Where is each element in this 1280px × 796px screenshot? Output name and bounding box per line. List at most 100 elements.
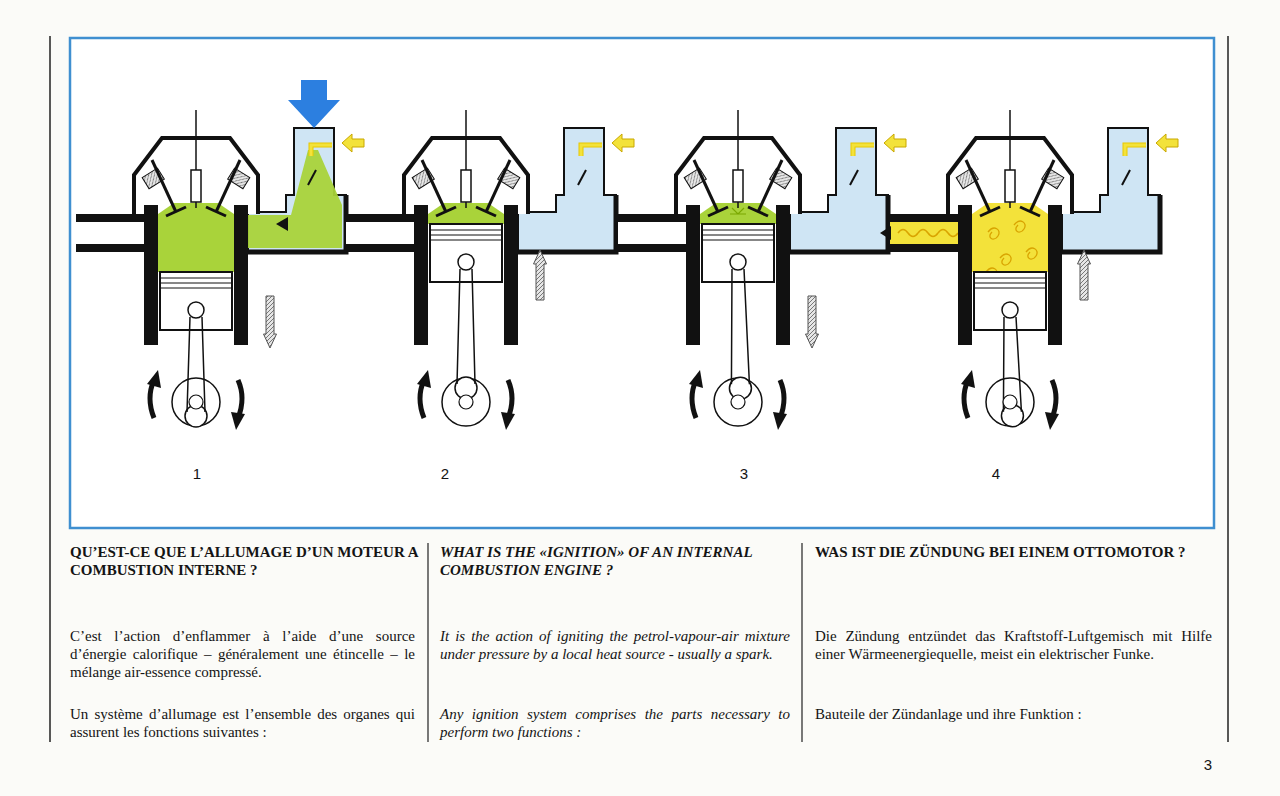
piston (430, 224, 502, 282)
crankshaft (986, 378, 1034, 426)
exhaust-valve-head (166, 207, 186, 216)
paragraph-fr: Un système d’allumage est l’ensemble des… (70, 705, 415, 741)
cylinder-wall (686, 205, 700, 345)
rotation-arrowhead (961, 370, 975, 388)
intake-arrow (288, 80, 340, 128)
gudgeon-pin (458, 254, 474, 270)
rotation-arrow (508, 380, 512, 418)
intake-wall (1062, 195, 1160, 252)
spark (730, 208, 746, 214)
crankshaft (714, 378, 762, 426)
air-arrow (884, 134, 906, 152)
fuel-jet (853, 145, 874, 156)
connecting-rod (731, 269, 749, 384)
carburettor (518, 128, 616, 252)
engine-cutaway (618, 110, 906, 430)
fuel-jet (311, 145, 332, 156)
crank-journal (1003, 395, 1017, 409)
exhaust-port (76, 222, 146, 244)
page-number: 3 (1196, 756, 1220, 774)
cylinder-wall (1048, 205, 1062, 345)
exhaust-swirl (938, 230, 958, 237)
rotation-arrowhead (231, 412, 245, 430)
exhaust-wall (618, 244, 686, 252)
motion-arrow (806, 296, 819, 348)
intake-valve-head (476, 207, 496, 216)
figure-frame (70, 38, 1214, 528)
step-number: 3 (729, 465, 759, 483)
intake-valve-head (748, 207, 768, 216)
air-arrow (612, 134, 634, 152)
engine-cutaway (346, 110, 634, 430)
throttle-valve (578, 170, 586, 185)
piston-ring (430, 235, 502, 236)
cylinder-charge (972, 203, 1048, 272)
heading-en: WHAT IS THE «IGNITION» OF AN INTERNAL CO… (440, 543, 792, 579)
air-arrow (342, 134, 364, 152)
throttle-valve (850, 170, 858, 185)
step-number: 2 (430, 465, 460, 483)
cylinder-wall (504, 205, 518, 345)
fuel-jet (581, 145, 602, 156)
piston-ring (702, 230, 774, 231)
intake-wall (518, 195, 616, 252)
intake-valve-head (1020, 207, 1040, 216)
crank-journal (731, 395, 745, 409)
fuel-jet (311, 145, 332, 156)
heading-fr: QU’EST-CE QUE L’ALLUMAGE D’UN MOTEUR A C… (70, 543, 420, 579)
connecting-rod (1003, 317, 1021, 412)
carburettor (248, 128, 346, 252)
connecting-rod (187, 317, 205, 412)
exhaust-valve (966, 160, 990, 212)
piston-ring (702, 240, 774, 241)
intake-wall (790, 195, 888, 252)
rotation-arrow (1052, 380, 1056, 418)
gudgeon-pin (188, 302, 204, 318)
rotation-arrowhead (417, 370, 431, 388)
flow-arrow (276, 217, 288, 231)
exhaust-wall (76, 214, 146, 222)
fuel-mixture (248, 150, 342, 248)
intake-valve-head (206, 207, 226, 216)
exhaust-valve-head (436, 207, 456, 216)
fuel-jet (1125, 145, 1146, 156)
motion-arrow (264, 296, 277, 348)
spark-plug-body (1005, 170, 1015, 202)
exhaust-wall (346, 244, 414, 252)
gudgeon-pin (1002, 302, 1018, 318)
cylinder-charge (158, 203, 234, 272)
piston-ring (430, 230, 502, 231)
exhaust-valve (694, 160, 718, 212)
flame-swirl (1026, 248, 1037, 259)
step-number: 1 (182, 465, 212, 483)
exhaust-valve-head (708, 207, 728, 216)
exhaust-swirl (898, 230, 918, 237)
rotation-arrow (238, 380, 242, 418)
exhaust-valve (422, 160, 446, 212)
crank-journal (459, 395, 473, 409)
rotation-arrowhead (501, 412, 515, 430)
rotation-arrowhead (1045, 412, 1059, 430)
air-arrow (1156, 134, 1178, 152)
rotation-arrow (780, 380, 784, 418)
piston-ring (160, 288, 232, 289)
cylinder-wall (414, 205, 428, 345)
spark-plug-body (733, 170, 743, 202)
cylinder-bore (428, 205, 504, 345)
paragraph-en: It is the action of igniting the petrol-… (440, 627, 790, 663)
throttle-valve (308, 170, 316, 185)
exhaust-wall (618, 214, 688, 222)
intake-valve (758, 160, 782, 212)
exhaust-port (890, 222, 960, 244)
exhaust-wall (346, 214, 416, 222)
crankshaft (172, 378, 220, 426)
rotation-arrowhead (773, 412, 787, 430)
exhaust-valve (152, 160, 176, 212)
piston-ring (160, 278, 232, 279)
crank-journal (189, 395, 203, 409)
engine-cutaway (880, 110, 1178, 430)
cylinder-wall (234, 205, 248, 345)
paragraph-de: Die Zündung entzündet das Kraftstoff-Luf… (815, 627, 1212, 663)
carburettor (790, 128, 888, 252)
